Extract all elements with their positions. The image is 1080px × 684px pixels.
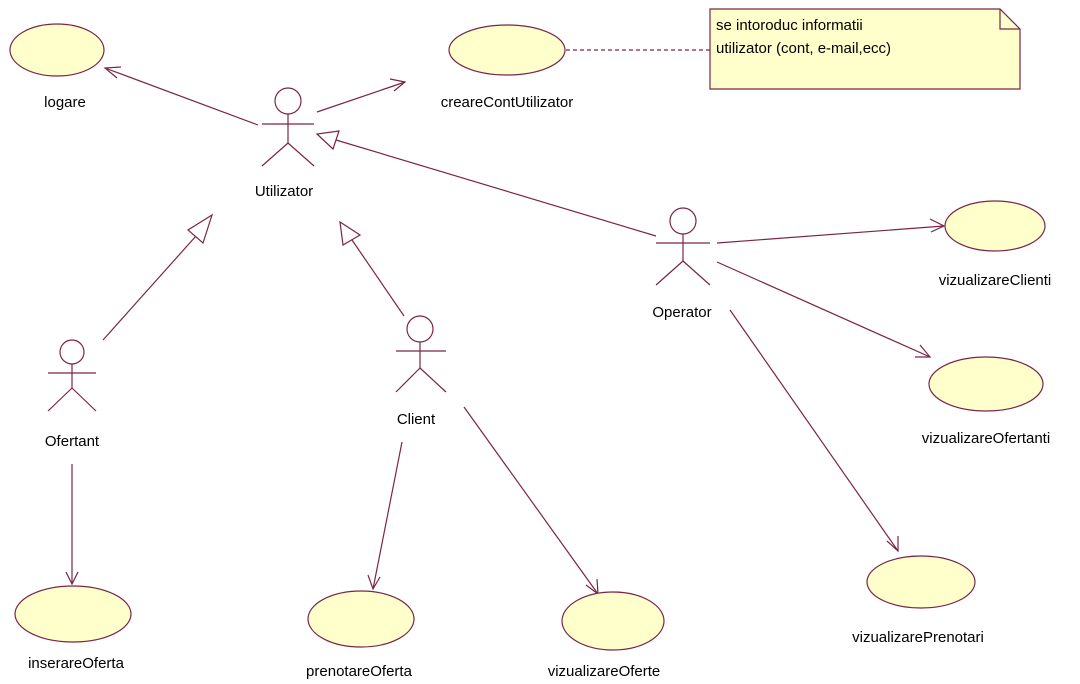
actor-ofertant-label: Ofertant (45, 433, 100, 450)
use-case-vizualizare-prenotari[interactable]: vizualizarePrenotari (852, 555, 984, 646)
association-utilizator-creare-cont (316, 78, 407, 113)
use-case-vizualizare-clienti[interactable]: vizualizareClienti (939, 200, 1052, 289)
actor-utilizator[interactable]: Utilizator (255, 87, 315, 200)
generalization-operator-utilizator (315, 130, 657, 237)
use-case-vizualizare-oferte[interactable]: vizualizareOferte (548, 591, 665, 680)
actor-operator-stick-figure-icon[interactable] (655, 207, 711, 286)
use-case-creare-cont-utilizator[interactable]: creareContUtilizator (441, 24, 574, 111)
use-case-creare-cont-ellipse[interactable] (448, 24, 566, 76)
use-case-vizualizare-prenotari-ellipse[interactable] (866, 555, 976, 609)
use-case-logare-ellipse[interactable] (9, 23, 105, 77)
actor-client-label: Client (397, 411, 436, 428)
association-operator-vizualizare-ofertanti (716, 261, 932, 358)
association-utilizator-logare (103, 66, 259, 126)
use-case-logare[interactable]: logare (9, 23, 105, 111)
use-case-vizualizare-oferte-label: vizualizareOferte (548, 663, 661, 680)
actor-ofertant-stick-figure-icon[interactable] (47, 339, 97, 412)
use-case-vizualizare-ofertanti-label: vizualizareOfertanti (922, 430, 1050, 447)
diagram-links (65, 49, 946, 596)
use-case-prenotare-oferta[interactable]: prenotareOferta (306, 590, 415, 680)
association-operator-vizualizare-clienti (716, 218, 946, 244)
association-client-prenotare-oferta (367, 441, 403, 591)
association-ofertant-inserare-oferta (65, 464, 79, 586)
association-operator-vizualizare-prenotari (729, 309, 899, 553)
use-cases: logare creareContUtilizator vizualizareC… (9, 23, 1052, 680)
note-box[interactable] (709, 8, 1021, 90)
actor-ofertant[interactable]: Ofertant (45, 339, 100, 450)
actor-operator-label: Operator (652, 304, 711, 321)
use-case-inserare-oferta-ellipse[interactable] (14, 585, 132, 643)
use-case-prenotare-oferta-ellipse[interactable] (307, 590, 415, 648)
use-case-inserare-oferta-label: inserareOferta (28, 655, 125, 672)
use-case-vizualizare-clienti-ellipse[interactable] (944, 200, 1046, 252)
use-case-creare-cont-label: creareContUtilizator (441, 94, 574, 111)
note-fold-corner (999, 9, 1020, 30)
actor-operator[interactable]: Operator (652, 207, 712, 321)
use-case-vizualizare-oferte-ellipse[interactable] (561, 591, 665, 651)
note[interactable]: se intoroduc informatii utilizator (cont… (709, 8, 1021, 90)
use-case-vizualizare-ofertanti[interactable]: vizualizareOfertanti (922, 356, 1050, 447)
generalization-client-utilizator (339, 220, 405, 317)
use-case-inserare-oferta[interactable]: inserareOferta (14, 585, 132, 672)
use-case-prenotare-oferta-label: prenotareOferta (306, 663, 413, 680)
use-case-logare-label: logare (44, 94, 86, 111)
actor-utilizator-label: Utilizator (255, 183, 313, 200)
generalization-ofertant-utilizator (102, 213, 214, 341)
note-line-1: se intoroduc informatii (716, 17, 863, 34)
note-line-2: utilizator (cont, e-mail,ecc) (716, 40, 891, 57)
use-case-vizualizare-ofertanti-ellipse[interactable] (928, 356, 1044, 412)
actor-utilizator-stick-figure-icon[interactable] (261, 87, 315, 167)
actor-client-stick-figure-icon[interactable] (395, 315, 447, 393)
use-case-vizualizare-clienti-label: vizualizareClienti (939, 272, 1052, 289)
actor-client[interactable]: Client (395, 315, 447, 428)
actors: Utilizator Ofertant Client (45, 87, 712, 450)
association-client-vizualizare-oferte (463, 406, 599, 596)
use-case-vizualizare-prenotari-label: vizualizarePrenotari (852, 629, 984, 646)
